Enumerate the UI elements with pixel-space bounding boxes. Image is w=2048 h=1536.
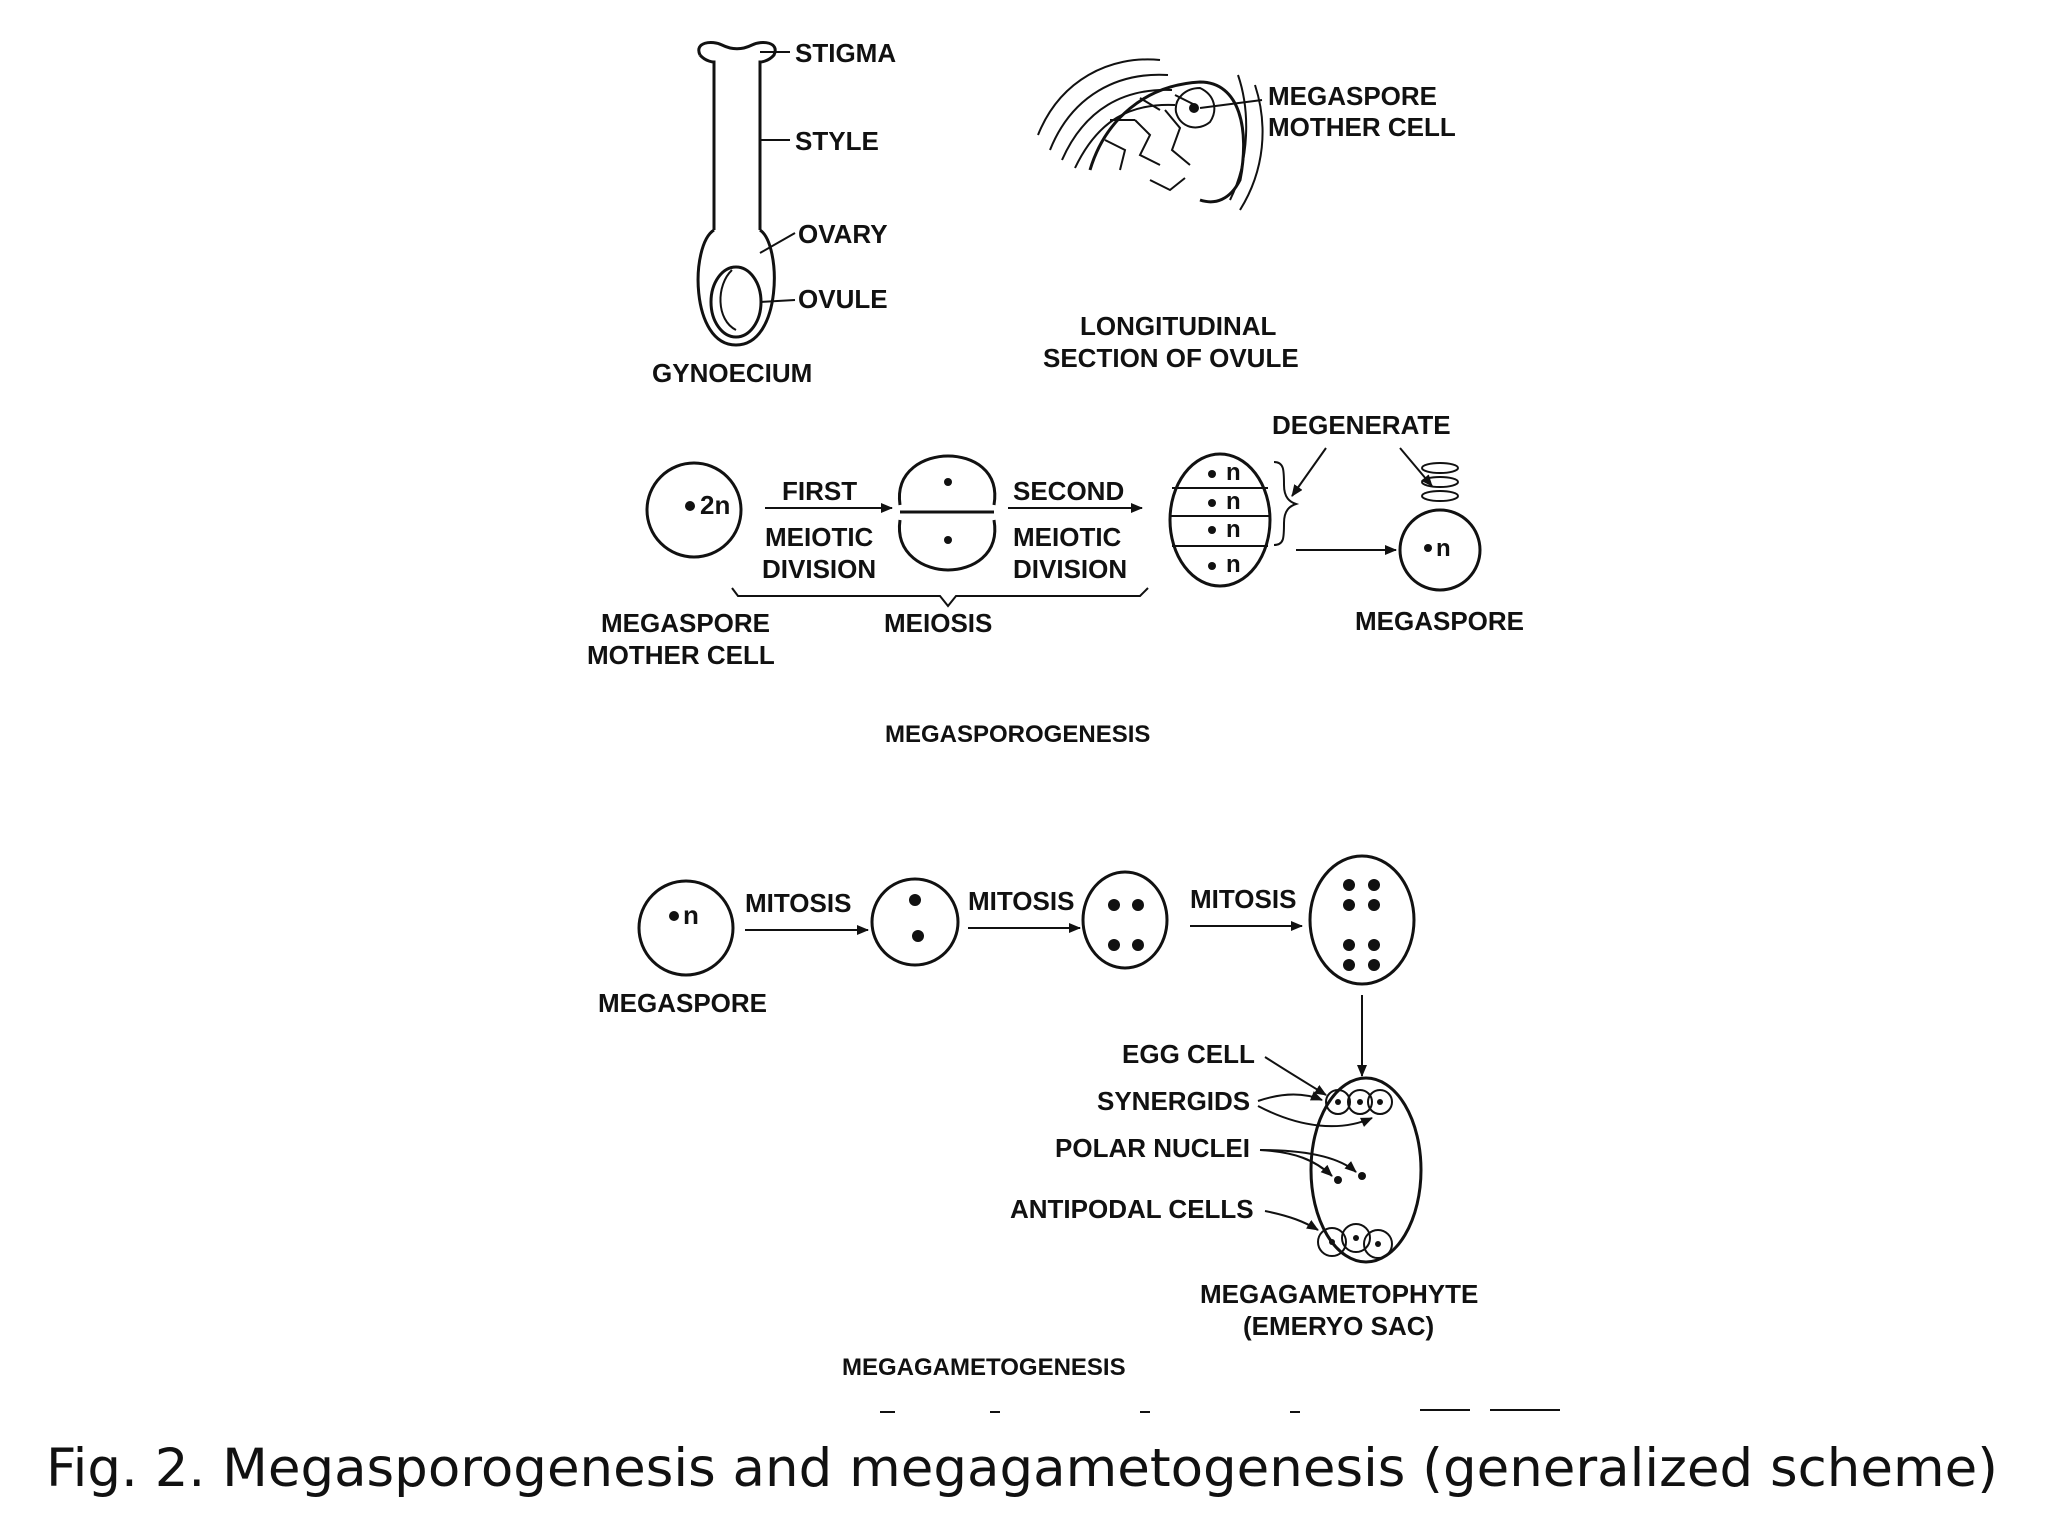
synergids-arrow-1 <box>1257 1091 1323 1102</box>
antipodal-cells-label: ANTIPODAL CELLS <box>1010 1194 1254 1224</box>
cropped-text-remnant <box>880 1409 1560 1413</box>
egg-cell-label: EGG CELL <box>1122 1039 1255 1069</box>
second-division-label-3: DIVISION <box>1013 554 1127 584</box>
degenerated-cells <box>1421 462 1459 502</box>
ovule-section-title-2: SECTION OF OVULE <box>1043 343 1299 373</box>
megaspore-cell <box>637 879 735 977</box>
ovule-section-drawing <box>1037 58 1264 211</box>
style-label: STYLE <box>795 126 879 156</box>
tetrad-ploidy-2: n <box>1226 488 1241 515</box>
figure-caption: Fig. 2. Megasporogenesis and megagametog… <box>46 1438 1998 1499</box>
ovary-label: OVARY <box>798 219 888 249</box>
two-nucleate-cell <box>870 877 960 967</box>
megasporogenesis-title: MEGASPOROGENESIS <box>885 721 1150 748</box>
second-division-label-2: MEIOTIC <box>1013 522 1122 552</box>
megaspore-mother-cell <box>645 461 743 559</box>
degenerate-arrow-1 <box>1291 447 1327 497</box>
meiosis-label: MEIOSIS <box>884 608 992 638</box>
gynoecium-drawing <box>696 41 796 347</box>
synergids-arrow-2 <box>1257 1105 1373 1128</box>
megaspore-cell-ploidy: n <box>683 900 699 930</box>
second-division-label-1: SECOND <box>1013 476 1124 506</box>
megagametophyte-label-1: MEGAGAMETOPHYTE <box>1200 1279 1478 1309</box>
four-nucleate-cell <box>1081 870 1169 970</box>
degenerate-brace <box>1273 461 1300 546</box>
ovule-section-title-1: LONGITUDINAL <box>1080 311 1277 341</box>
megagametogenesis-title: MEGAGAMETOGENESIS <box>842 1354 1126 1381</box>
polar-nuclei-label: POLAR NUCLEI <box>1055 1133 1250 1163</box>
polar-nuclei-arrow-2 <box>1259 1149 1357 1173</box>
synergids-label: SYNERGIDS <box>1097 1086 1250 1116</box>
megaspore-cell-label: MEGASPORE <box>598 988 767 1018</box>
linear-tetrad <box>1168 452 1272 588</box>
tetrad-ploidy-3: n <box>1226 516 1241 543</box>
first-division-label-1: FIRST <box>782 476 857 506</box>
megaspore-ploidy: n <box>1436 535 1451 562</box>
mitosis-label-3: MITOSIS <box>1190 884 1296 914</box>
mother-cell-label-1: MEGASPORE <box>601 608 770 638</box>
polar-nuclei-arrow-1 <box>1259 1149 1333 1177</box>
diagram: STIGMA STYLE OVARY OVULE GYNOECIUM MEGAS… <box>587 38 1560 1413</box>
first-division-label-2: MEIOTIC <box>765 522 874 552</box>
ovule-mmc-label-1: MEGASPORE <box>1268 81 1437 111</box>
egg-cell-arrow <box>1264 1056 1327 1096</box>
ovule-mmc-label-2: MOTHER CELL <box>1268 112 1456 142</box>
megagametophyte-label-2: (EMERYO SAC) <box>1243 1311 1434 1341</box>
mitosis-label-2: MITOSIS <box>968 886 1074 916</box>
eight-nucleate-cell <box>1308 854 1416 986</box>
gynoecium-title: GYNOECIUM <box>652 358 812 388</box>
mother-cell-ploidy: 2n <box>700 490 730 520</box>
degenerate-arrow-2 <box>1399 447 1433 487</box>
tetrad-ploidy-4: n <box>1226 551 1241 578</box>
ovule-label: OVULE <box>798 284 888 314</box>
antipodal-cells-arrow <box>1264 1210 1319 1231</box>
degenerate-label: DEGENERATE <box>1272 410 1451 440</box>
tetrad-ploidy-1: n <box>1226 459 1241 486</box>
mother-cell-label-2: MOTHER CELL <box>587 640 775 670</box>
functional-megaspore <box>1398 508 1482 592</box>
meiosis-brace <box>731 587 1149 608</box>
first-division-label-3: DIVISION <box>762 554 876 584</box>
megaspore-label: MEGASPORE <box>1355 606 1524 636</box>
stigma-label: STIGMA <box>795 38 896 68</box>
dyad-cells <box>898 454 997 572</box>
mitosis-label-1: MITOSIS <box>745 888 851 918</box>
embryo-sac <box>1309 1076 1423 1264</box>
